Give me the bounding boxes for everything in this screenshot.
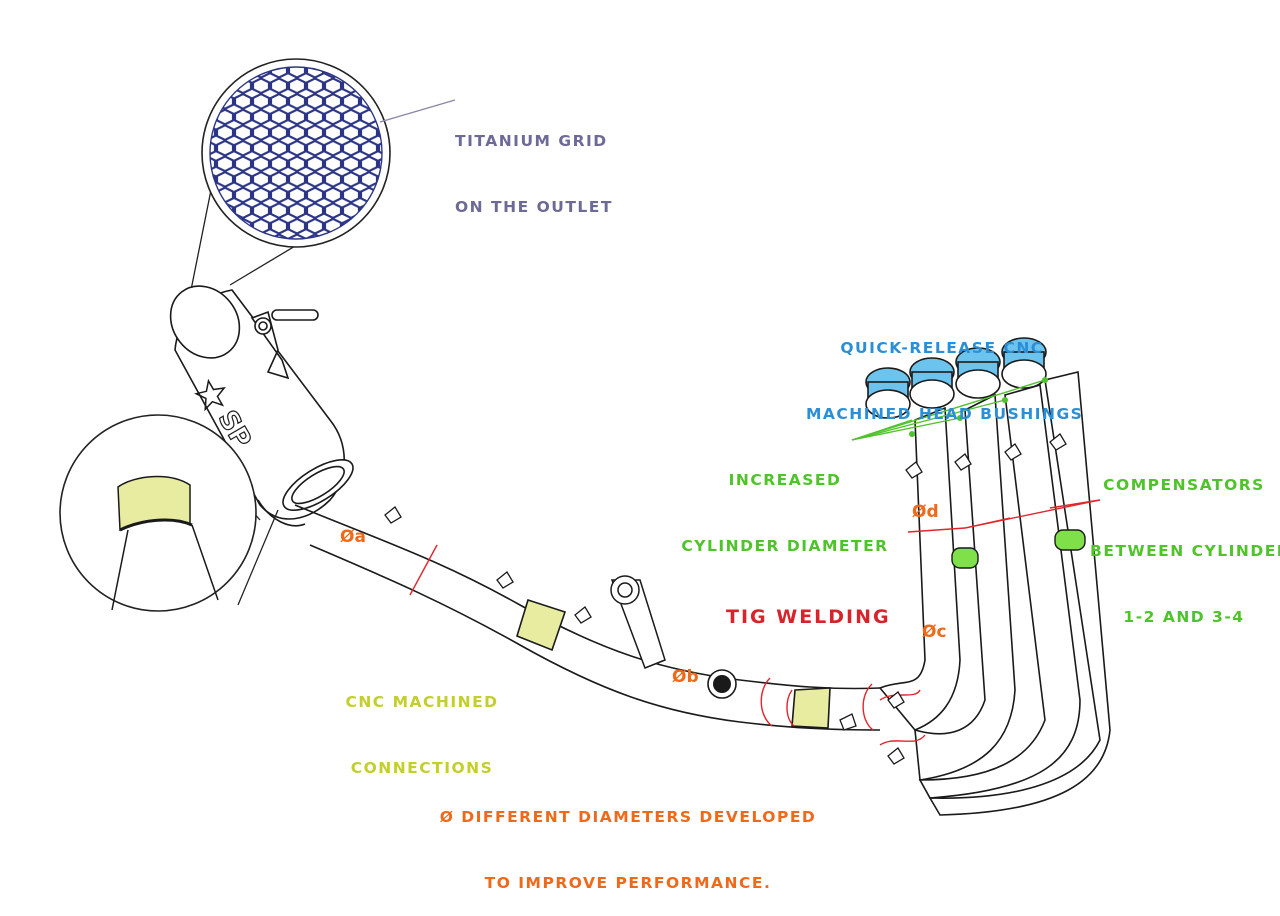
diameter-d-label: Ød (912, 502, 939, 522)
increased-cylinder-line-1: INCREASED (728, 471, 842, 489)
diameter-c-label: Øc (922, 622, 947, 642)
cnc-connections-line-1: CNC MACHINED (345, 693, 499, 711)
header-diameter-lines (879, 499, 1101, 746)
head-bushings (865, 337, 1047, 419)
sensor-bung (707, 669, 737, 699)
different-diameters-line-2: TO IMPROVE PERFORMANCE. (484, 874, 772, 892)
link-pipe (294, 504, 881, 731)
titanium-leader-line (379, 99, 456, 123)
hanger-bracket (610, 575, 666, 669)
compensators-line-1: COMPENSATORS (1103, 476, 1265, 494)
exhaust-system-drawing: SP (59, 58, 1111, 816)
silencer (169, 285, 354, 527)
increased-cylinder-line-2: CYLINDER DIAMETER (681, 537, 889, 555)
quick-release-label: QUICK-RELEASE CNC MACHINED HEAD BUSHINGS (806, 293, 1084, 447)
quick-release-line-2: MACHINED HEAD BUSHINGS (806, 405, 1084, 423)
different-diameters-label: Ø DIFFERENT DIAMETERS DEVELOPED TO IMPRO… (438, 762, 818, 916)
green-dots (909, 377, 1048, 437)
cnc-connections-label: CNC MACHINED CONNECTIONS (340, 647, 504, 801)
different-diameters-line-1: Ø DIFFERENT DIAMETERS DEVELOPED (439, 808, 817, 826)
exhaust-diagram: SP (59, 58, 1280, 892)
connection-detail (59, 414, 279, 612)
cnc-connection-sleeve-2 (791, 687, 831, 729)
compensators-label: COMPENSATORS BETWEEN CYLINDER 1-2 AND 3-… (1090, 430, 1280, 650)
increased-diameter-leaders (851, 379, 1046, 441)
titanium-grid-line-2: ON THE OUTLET (455, 198, 613, 216)
tig-welding-label: TIG WELDING (726, 606, 891, 628)
header-springs (887, 433, 1067, 765)
increased-cylinder-label: INCREASED CYLINDER DIAMETER (681, 425, 889, 579)
compensators-line-3: 1-2 AND 3-4 (1123, 608, 1245, 626)
titanium-grid-detail (201, 58, 391, 248)
compensators-line-2: BETWEEN CYLINDER (1090, 542, 1280, 560)
header-pipes (878, 371, 1111, 816)
diameter-a-label: Øa (340, 527, 366, 547)
compensators (951, 529, 1086, 569)
titanium-grid-label: TITANIUM GRID ON THE OUTLET (455, 86, 613, 240)
quick-release-line-1: QUICK-RELEASE CNC (840, 339, 1044, 357)
diameter-b-label: Øb (672, 667, 699, 687)
cnc-connection-sleeve (516, 598, 567, 652)
titanium-grid-line-1: TITANIUM GRID (455, 132, 608, 150)
cnc-connections-line-2: CONNECTIONS (350, 759, 494, 777)
weld-lines (409, 544, 874, 731)
spring-hooks (384, 506, 857, 731)
